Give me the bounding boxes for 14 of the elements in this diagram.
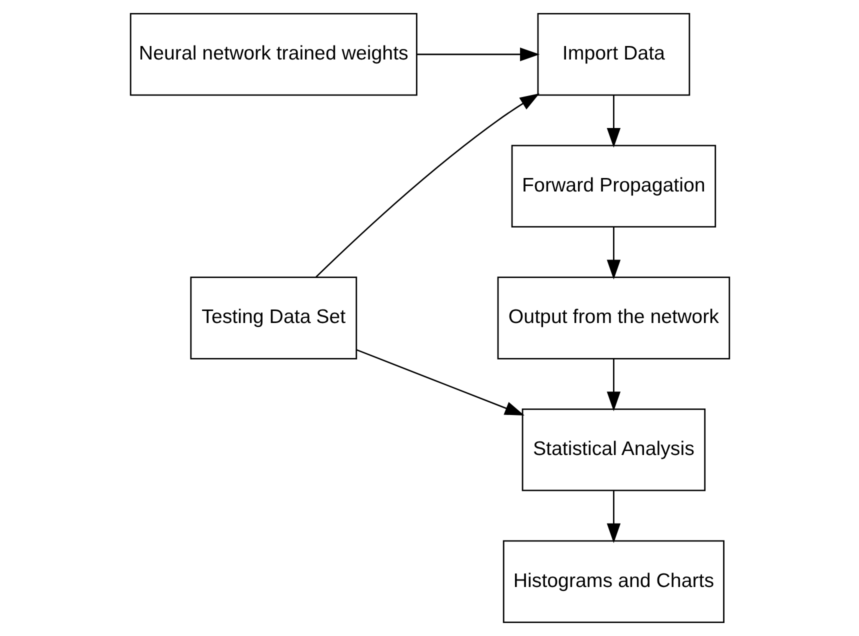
node-box: Testing Data Set	[190, 276, 357, 360]
arrow	[606, 95, 620, 148]
node-box: Output from the network	[496, 276, 730, 360]
node-box: Histograms and Charts	[502, 540, 724, 623]
node-box: Statistical Analysis	[521, 408, 706, 492]
arrow	[416, 48, 540, 62]
node-box: Neural network trained weights	[129, 13, 417, 96]
node-box: Forward Propagation	[510, 144, 716, 228]
arrow	[606, 358, 620, 412]
arrow	[606, 227, 620, 280]
arrow	[356, 349, 524, 416]
arrow	[606, 490, 620, 544]
node-box: Import Data	[536, 13, 690, 96]
arrow	[315, 93, 540, 278]
